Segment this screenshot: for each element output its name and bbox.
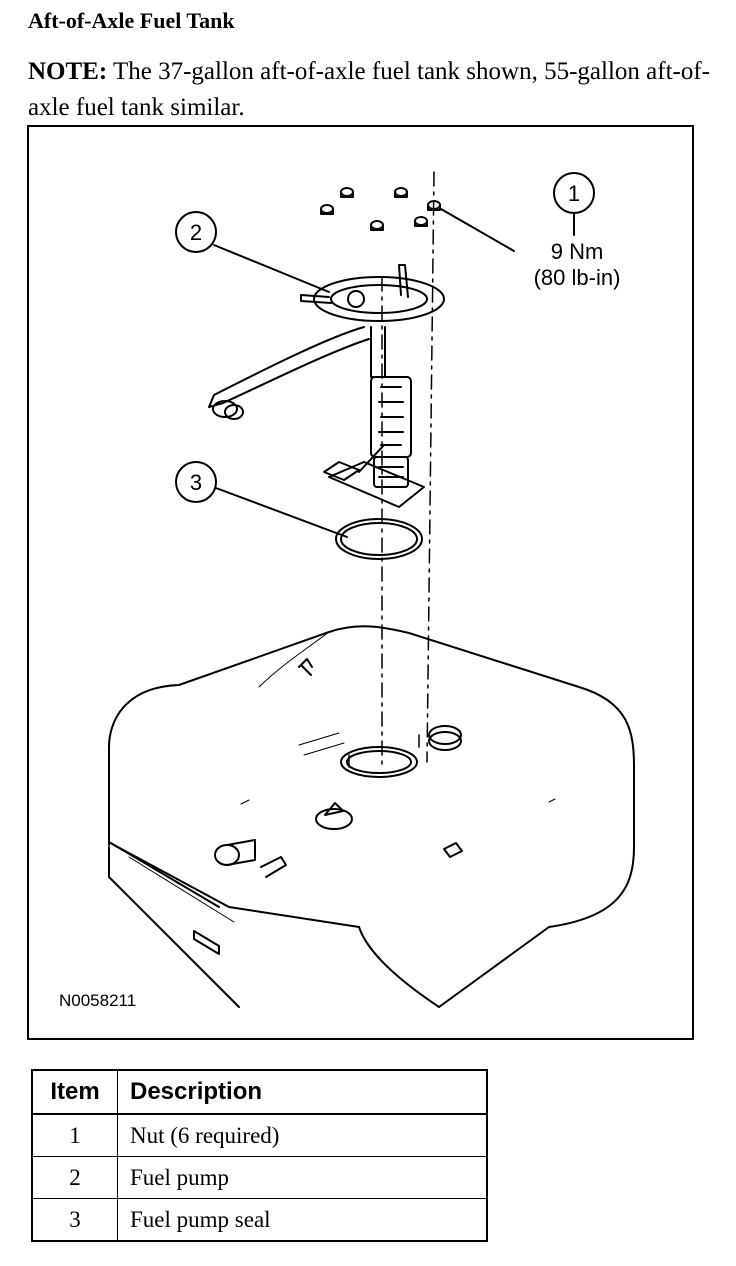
torque-nm: 9 Nm <box>551 239 604 264</box>
centerline-nut <box>426 171 435 763</box>
callout-3-label: 3 <box>190 470 202 495</box>
table-row: 2 Fuel pump <box>31 1156 488 1199</box>
table-row: 1 Nut (6 required) <box>31 1113 488 1157</box>
callout-3 <box>175 461 217 503</box>
fuel-pump-assembly <box>208 264 445 508</box>
note-text: The 37-gallon aft-of-axle fuel tank show… <box>28 58 710 121</box>
torque-lbin: (80 lb-in) <box>534 265 621 290</box>
header-item: Item <box>31 1069 118 1115</box>
header-description: Description <box>117 1069 488 1115</box>
page-title: Aft-of-Axle Fuel Tank <box>28 8 235 33</box>
figure-id: N0058211 <box>59 991 137 1010</box>
item-description: Fuel pump seal <box>117 1198 488 1242</box>
exploded-view-figure: 1 2 3 9 Nm (80 lb-in) N0058211 <box>27 125 694 1040</box>
callout-2-label: 2 <box>190 220 202 245</box>
fuel-tank-body <box>108 625 635 1008</box>
callout-1 <box>553 172 595 214</box>
note-paragraph: NOTE: The 37-gallon aft-of-axle fuel tan… <box>28 54 718 126</box>
table-header-row: Item Description <box>31 1069 488 1115</box>
nut-icons <box>320 187 441 231</box>
item-number: 2 <box>31 1156 118 1199</box>
item-description: Fuel pump <box>117 1156 488 1199</box>
item-description: Nut (6 required) <box>117 1113 488 1157</box>
callout-1-label: 1 <box>568 181 580 206</box>
items-table: Item Description 1 Nut (6 required) 2 Fu… <box>31 1069 488 1242</box>
callout-2 <box>175 211 217 253</box>
table-row: 3 Fuel pump seal <box>31 1198 488 1242</box>
item-number: 1 <box>31 1113 118 1157</box>
fuel-pump-seal-ring <box>335 518 423 560</box>
item-number: 3 <box>31 1198 118 1242</box>
note-label: NOTE: <box>28 58 108 85</box>
fuel-tank-illustration: 1 2 3 9 Nm (80 lb-in) <box>108 171 635 1008</box>
